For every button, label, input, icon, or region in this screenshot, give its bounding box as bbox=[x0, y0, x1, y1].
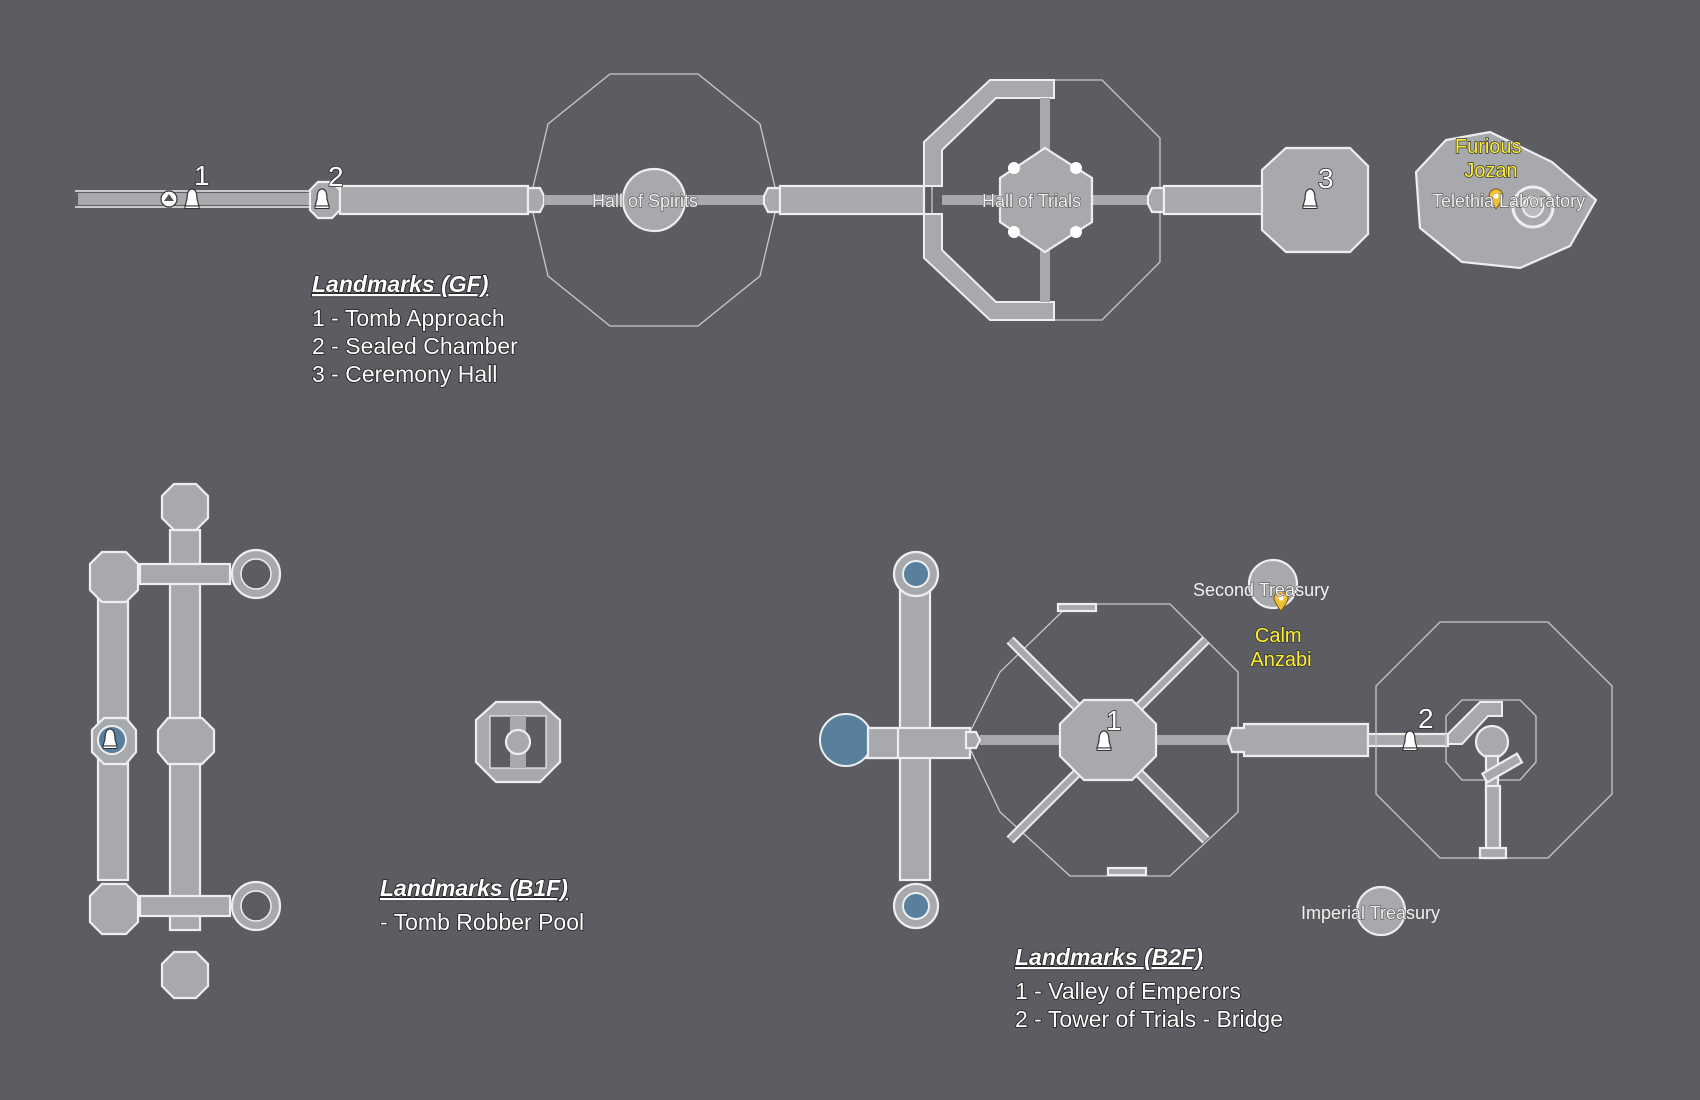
tower-ramp bbox=[1447, 701, 1503, 745]
telethia-laboratory-room bbox=[1414, 130, 1598, 270]
corridor-gf-3 bbox=[1162, 184, 1266, 216]
area-hall-of-trials: Hall of Trials bbox=[982, 191, 1081, 211]
spirits-door-west bbox=[526, 186, 546, 214]
legend-item: 2 - Tower of Trials - Bridge bbox=[1015, 1006, 1283, 1032]
area-hall-of-spirits: Hall of Spirits bbox=[592, 191, 698, 211]
landmark-marker-icon[interactable] bbox=[184, 188, 200, 210]
bridge-corridor bbox=[1226, 722, 1370, 758]
legend-item: 1 - Tomb Approach bbox=[312, 305, 505, 331]
npc-furious-jozan: Furious Jozan bbox=[1455, 136, 1527, 182]
tower-of-trials-ring-inner bbox=[1445, 699, 1537, 781]
b2f-water-north bbox=[902, 560, 930, 588]
spirits-center bbox=[621, 167, 687, 233]
npc-label: Furious bbox=[1455, 136, 1522, 158]
corridor-gf-1 bbox=[338, 184, 530, 216]
b1f-room-bottom bbox=[160, 950, 210, 1000]
map-labels: 1 2 3 Hall of Spirits Hall of Trials Tel… bbox=[193, 135, 1586, 923]
legend-title: Landmarks (GF) bbox=[312, 271, 488, 297]
legend-b2f: Landmarks (B2F) 1 - Valley of Emperors 2… bbox=[1014, 943, 1284, 1033]
b1f-arm-north bbox=[138, 562, 232, 586]
map-icons bbox=[102, 188, 1504, 752]
corridor-gf-2 bbox=[778, 184, 926, 216]
trials-spoke-s bbox=[1040, 250, 1050, 302]
legend-b1f: Landmarks (B1F) - Tomb Robber Pool bbox=[379, 874, 585, 936]
tower-of-trials-ring-outer bbox=[1375, 621, 1613, 859]
area-second-treasury: Second Treasury bbox=[1193, 580, 1329, 600]
legend-item: 1 - Valley of Emperors bbox=[1015, 978, 1241, 1004]
legend-title: Landmarks (B1F) bbox=[380, 875, 568, 901]
npc-calm-anzabi: Calm Anzabi bbox=[1250, 625, 1311, 671]
entrance-icon[interactable] bbox=[160, 190, 178, 208]
b2f-water-south bbox=[902, 892, 930, 920]
b1f-arm-south bbox=[138, 894, 232, 918]
gf-marker-3: 3 bbox=[1318, 163, 1334, 194]
b1f-mid-room bbox=[156, 716, 216, 766]
imperial-treasury-room bbox=[1355, 885, 1407, 937]
b1f-room-nw bbox=[88, 550, 140, 604]
legend-item: 2 - Sealed Chamber bbox=[312, 333, 518, 359]
valley-ledge-top bbox=[1056, 602, 1098, 613]
trials-center bbox=[998, 146, 1094, 254]
trials-wall-south bbox=[923, 213, 1055, 321]
trials-wall-north bbox=[923, 79, 1055, 187]
b2f-floor bbox=[819, 550, 1613, 937]
tower-center bbox=[1474, 724, 1510, 760]
valley-ledge-bottom bbox=[1106, 866, 1148, 877]
legend-gf: Landmarks (GF) 1 - Tomb Approach 2 - Sea… bbox=[311, 270, 519, 388]
b1f-room-top bbox=[160, 482, 210, 532]
npc-label-line-2: Anzabi bbox=[1250, 649, 1311, 671]
area-imperial-treasury: Imperial Treasury bbox=[1301, 903, 1440, 923]
entrance-corridor-floor bbox=[78, 193, 323, 205]
gf-marker-2: 2 bbox=[328, 161, 344, 192]
npc-label: Calm bbox=[1255, 625, 1302, 647]
area-telethia-laboratory: Telethia Laboratory bbox=[1432, 191, 1585, 211]
hall-of-spirits-ring bbox=[529, 73, 779, 327]
b2f-marker-2: 2 bbox=[1418, 703, 1434, 734]
b2f-marker-1: 1 bbox=[1106, 705, 1122, 736]
gf-marker-1: 1 bbox=[194, 160, 210, 191]
npc-label-line-2: Jozan bbox=[1464, 160, 1517, 182]
b1f-room-sw bbox=[88, 882, 140, 936]
b2f-water-west bbox=[819, 713, 873, 767]
legend-item: 3 - Ceremony Hall bbox=[312, 361, 497, 387]
trials-spoke-n bbox=[1040, 98, 1050, 150]
ground-floor bbox=[75, 73, 1598, 327]
legend-title: Landmarks (B2F) bbox=[1015, 944, 1203, 970]
trials-door-east bbox=[1146, 186, 1166, 214]
spirits-door-east bbox=[762, 186, 782, 214]
legend-item: - Tomb Robber Pool bbox=[380, 909, 584, 935]
